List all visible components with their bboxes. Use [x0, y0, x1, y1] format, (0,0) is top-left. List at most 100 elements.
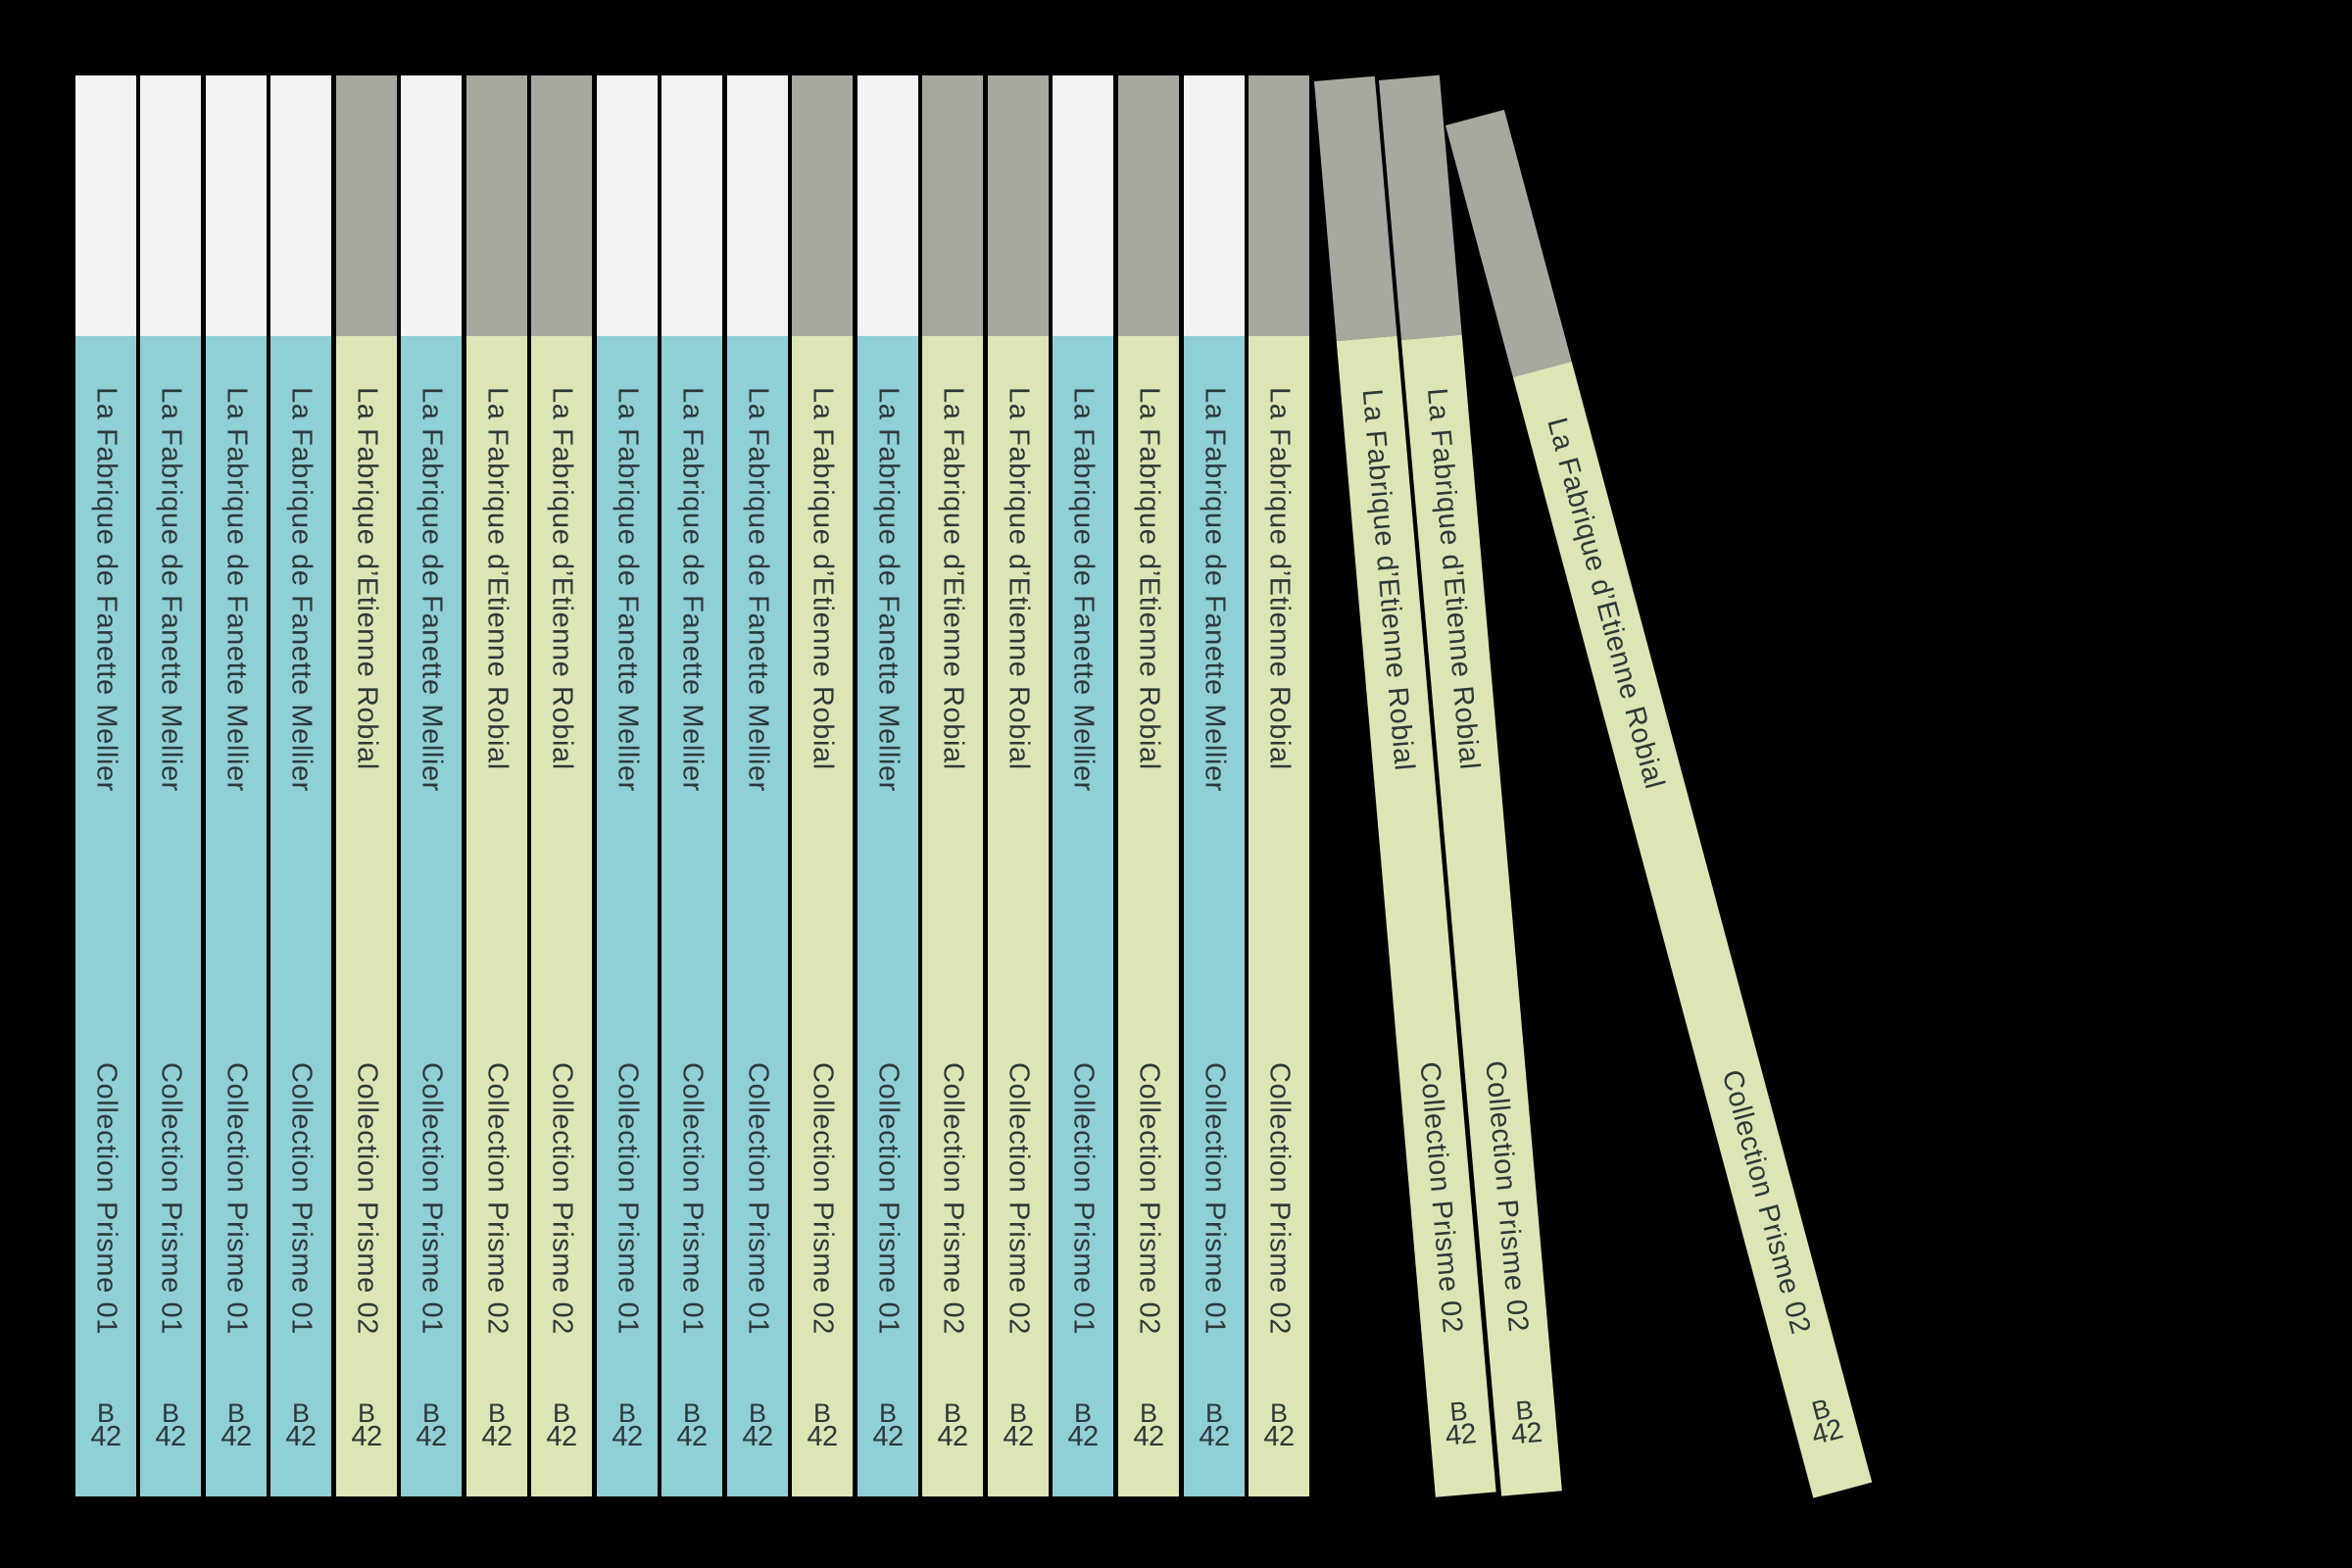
spine-body: [662, 336, 722, 1496]
spine-body: [140, 336, 201, 1496]
logo-number: 42: [872, 1420, 904, 1452]
spine-top-cap: [531, 75, 592, 336]
spine-top-cap: [466, 75, 527, 336]
logo-letter: B: [1008, 1398, 1027, 1428]
publisher-logo: B 42: [792, 1400, 853, 1451]
logo-number: 42: [546, 1420, 577, 1452]
spine-body: [988, 336, 1049, 1496]
spine-top-cap: [1118, 75, 1179, 336]
publisher-logo: B 42: [1118, 1398, 1179, 1452]
spine-top-cap: [792, 75, 853, 336]
logo-letter: B: [226, 1398, 245, 1428]
book-spine-12: La Fabrique d’Etienne Robial Collection …: [792, 75, 853, 1496]
publisher-logo: B 42: [597, 1398, 658, 1452]
publisher-logo: B 42: [75, 1398, 136, 1452]
collection-label: Collection Prisme 01: [416, 1062, 448, 1335]
logo-number: 42: [1133, 1420, 1164, 1452]
book-title: La Fabrique d’Etienne Robial: [481, 387, 514, 770]
spine-body: [1512, 361, 1873, 1498]
book-title: La Fabrique de Fanette Mellier: [1199, 387, 1231, 792]
collection-label: Collection Prisme 01: [90, 1062, 122, 1335]
collection-label: Collection Prisme 01: [676, 1062, 709, 1335]
logo-letter: B: [1204, 1398, 1223, 1428]
spine-body: [466, 336, 527, 1496]
book-title: La Fabrique d’Etienne Robial: [1133, 387, 1165, 770]
book-title: La Fabrique d’Etienne Robial: [1541, 414, 1671, 793]
collection-label: Collection Prisme 02: [1003, 1062, 1035, 1335]
spine-body: [270, 336, 331, 1496]
spine-top-cap: [401, 75, 462, 336]
logo-number: 42: [481, 1420, 513, 1452]
book-title: La Fabrique d’Etienne Robial: [351, 387, 383, 770]
publisher-logo: B 42: [922, 1400, 983, 1452]
logo-letter: B: [421, 1398, 440, 1428]
logo-number: 42: [220, 1420, 252, 1452]
publisher-logo: B 42: [336, 1400, 397, 1451]
logo-letter: B: [487, 1398, 506, 1428]
book-title: La Fabrique d’Etienne Robial: [546, 387, 578, 770]
collection-label: Collection Prisme 01: [1199, 1062, 1231, 1335]
collection-label: Collection Prisme 02: [1263, 1062, 1296, 1335]
book-title: La Fabrique de Fanette Mellier: [90, 387, 122, 792]
book-spine-10: La Fabrique de Fanette Mellier Collectio…: [662, 75, 722, 1496]
book-title: La Fabrique d’Etienne Robial: [807, 387, 839, 770]
spine-body: [336, 336, 397, 1496]
book-spine-1: La Fabrique de Fanette Mellier Collectio…: [75, 75, 136, 1496]
logo-number: 42: [285, 1420, 317, 1452]
spine-top-cap: [597, 75, 658, 336]
logo-letter: B: [96, 1398, 115, 1428]
publisher-logo: B 42: [466, 1398, 527, 1452]
publisher-logo: B 42: [1428, 1396, 1493, 1452]
book-spine-14: La Fabrique d’Etienne Robial Collection …: [922, 75, 983, 1496]
spine-top-cap: [1184, 75, 1245, 336]
logo-letter: B: [617, 1398, 636, 1428]
spine-top-cap: [206, 75, 267, 336]
book-title: La Fabrique d’Etienne Robial: [1003, 387, 1035, 770]
collection-label: Collection Prisme 01: [612, 1062, 644, 1335]
book-title: La Fabrique de Fanette Mellier: [676, 387, 709, 792]
publisher-logo: B 42: [1053, 1400, 1113, 1452]
book-title: La Fabrique de Fanette Mellier: [742, 387, 774, 792]
logo-number: 42: [937, 1420, 968, 1452]
logo-number: 42: [1199, 1420, 1230, 1452]
book-title: La Fabrique de Fanette Mellier: [220, 387, 253, 792]
spine-body: [401, 336, 462, 1496]
logo-number: 42: [90, 1420, 122, 1452]
spine-body: [206, 336, 267, 1496]
collection-label: Collection Prisme 01: [285, 1062, 318, 1335]
publisher-logo: B 42: [401, 1398, 462, 1452]
logo-letter: B: [1269, 1398, 1288, 1428]
collection-label: Collection Prisme 02: [546, 1062, 578, 1335]
logo-number: 42: [1444, 1417, 1478, 1452]
logo-number: 42: [1003, 1420, 1034, 1452]
collection-label: Collection Prisme 02: [1133, 1062, 1165, 1335]
book-spine-18: La Fabrique de Fanette Mellier Collectio…: [1184, 75, 1245, 1496]
book-spine-8: La Fabrique d’Etienne Robial Collection …: [531, 75, 592, 1496]
publisher-logo: B 42: [270, 1398, 331, 1452]
logo-letter: B: [878, 1398, 897, 1428]
logo-number: 42: [416, 1420, 447, 1452]
logo-number: 42: [612, 1420, 643, 1452]
book-spine-16: La Fabrique de Fanette Mellier Collectio…: [1053, 75, 1113, 1496]
spine-body: [1184, 336, 1245, 1496]
spine-body: [858, 336, 918, 1496]
spine-top-cap: [922, 75, 983, 336]
spine-body: [1249, 336, 1309, 1496]
logo-number: 42: [155, 1420, 186, 1452]
spine-top-cap: [662, 75, 722, 336]
logo-letter: B: [161, 1398, 179, 1428]
book-spine-3: La Fabrique de Fanette Mellier Collectio…: [206, 75, 267, 1496]
book-spine-19: La Fabrique d’Etienne Robial Collection …: [1249, 75, 1309, 1496]
spine-body: [1118, 336, 1179, 1496]
spine-body: [727, 336, 788, 1496]
logo-letter: B: [1139, 1398, 1157, 1428]
book-title: La Fabrique de Fanette Mellier: [416, 387, 448, 792]
book-spine-4: La Fabrique de Fanette Mellier Collectio…: [270, 75, 331, 1496]
book-spine-7: La Fabrique d’Etienne Robial Collection …: [466, 75, 527, 1496]
logo-letter: B: [291, 1398, 310, 1428]
publisher-logo: B 42: [662, 1400, 722, 1451]
book-title: La Fabrique d’Etienne Robial: [937, 387, 969, 770]
logo-number: 42: [1067, 1420, 1099, 1452]
spine-top-cap: [1249, 75, 1309, 336]
